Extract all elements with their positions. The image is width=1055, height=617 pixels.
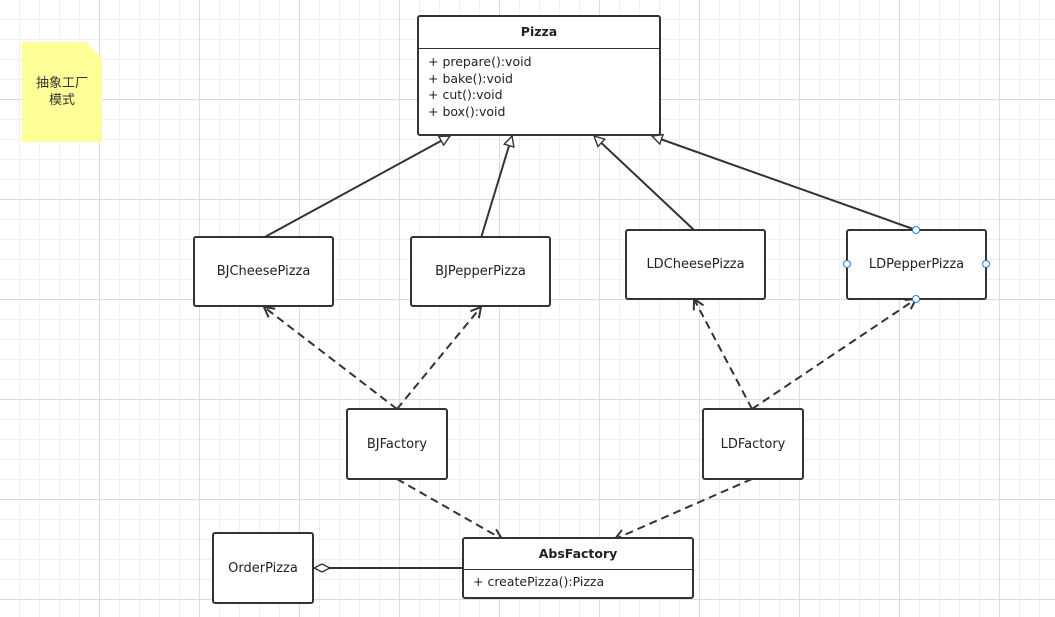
bjpepperpizza-box[interactable]: BJPepperPizza [410, 236, 551, 307]
edge-ldcheese-pizza[interactable] [594, 136, 695, 231]
ldcheesepizza-label: LDCheesePizza [646, 257, 745, 272]
resize-handle-left[interactable] [843, 260, 851, 268]
pizza-method-prepare: + prepare():void [428, 54, 532, 69]
edge-bjcheese-pizza[interactable] [262, 135, 450, 239]
absfactory-class-title: AbsFactory [464, 539, 692, 570]
pizza-class-title: Pizza [419, 17, 659, 49]
bjcheesepizza-box[interactable]: BJCheesePizza [193, 236, 334, 307]
edge-bjpepper-pizza[interactable] [480, 136, 512, 239]
note-line-2: 模式 [48, 93, 75, 108]
resize-handle-bottom[interactable] [912, 295, 920, 303]
resize-handle-top[interactable] [912, 226, 920, 234]
bjpepperpizza-label: BJPepperPizza [435, 264, 526, 279]
orderpizza-box[interactable]: OrderPizza [212, 532, 314, 604]
bjcheesepizza-label: BJCheesePizza [216, 264, 311, 279]
ldfactory-box[interactable]: LDFactory [702, 408, 804, 480]
pizza-method-cut: + cut():void [428, 87, 503, 102]
ldfactory-label: LDFactory [720, 436, 786, 452]
edge-ldfactory-ldpepper[interactable] [751, 299, 916, 410]
resize-handle-right[interactable] [982, 260, 990, 268]
note-line-1: 抽象工厂 [35, 76, 88, 91]
pizza-method-box: + box():void [428, 103, 506, 119]
pizza-method-bake: + bake():void [428, 70, 513, 86]
bjfactory-label: BJFactory [366, 436, 428, 452]
orderpizza-label: OrderPizza [228, 560, 298, 576]
pizza-methods: + prepare():void + bake():void + cut():v… [419, 49, 659, 120]
bjfactory-box[interactable]: BJFactory [346, 408, 448, 480]
sticky-note[interactable]: 抽象工厂 模式 [22, 42, 102, 142]
absfactory-class[interactable]: AbsFactory + createPizza():Pizza [462, 537, 694, 599]
edge-bjfactory-bjpepper[interactable] [396, 307, 481, 410]
edge-ldpepper-pizza[interactable] [652, 136, 917, 231]
edge-bjfactory-bjcheese[interactable] [264, 307, 398, 410]
ldcheesepizza-box[interactable]: LDCheesePizza [625, 229, 766, 300]
absfactory-methods: + createPizza():Pizza [464, 570, 692, 591]
edge-ldfactory-absfactory[interactable] [615, 478, 753, 539]
edge-ldfactory-ldcheese[interactable] [694, 299, 753, 410]
pizza-class[interactable]: Pizza + prepare():void + bake():void + c… [417, 15, 661, 136]
edge-bjfactory-absfactory[interactable] [396, 478, 502, 539]
ldpepperpizza-label: LDPepperPizza [868, 257, 965, 272]
ldpepperpizza-box[interactable]: LDPepperPizza [846, 229, 987, 300]
absfactory-method-createpizza: + createPizza():Pizza [473, 574, 605, 589]
